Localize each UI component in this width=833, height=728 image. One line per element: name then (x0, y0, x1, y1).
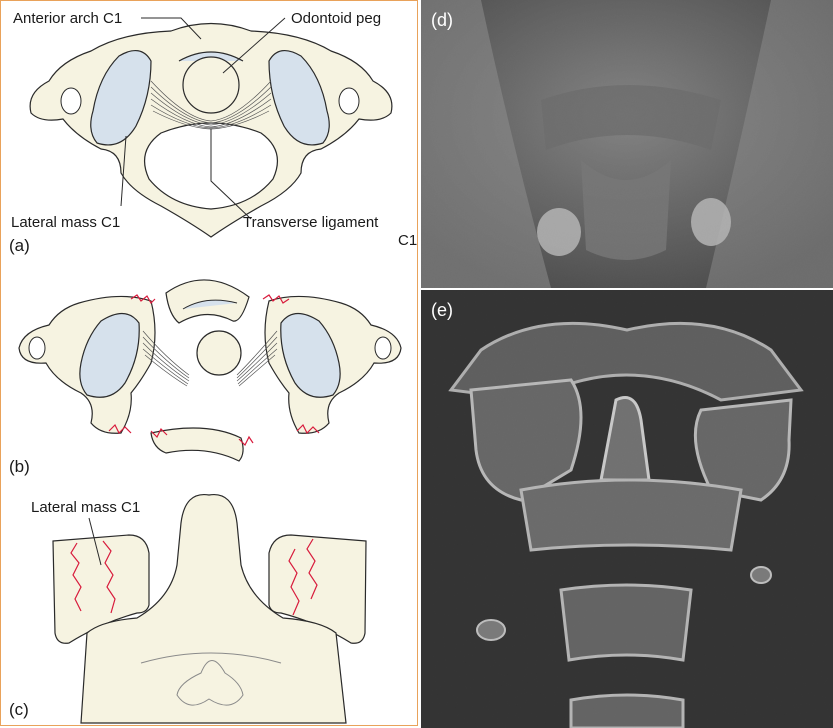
panel-e-letter: (e) (431, 300, 453, 321)
label-transverse-ligament-c1: C1 (398, 232, 417, 249)
panel-b-burst-fracture-diagram: (b) (1, 263, 419, 483)
open-mouth-xray-image (421, 0, 833, 288)
panel-b-letter: (b) (9, 458, 30, 475)
odontoid-peg (183, 57, 239, 113)
odontoid-peg-b (197, 331, 241, 375)
panel-d-letter: (d) (431, 10, 453, 31)
label-lateral-mass-c: Lateral mass C1 (31, 499, 140, 516)
panel-c-letter: (c) (9, 701, 29, 718)
panel-d-radiograph: (d) (421, 0, 833, 288)
label-odontoid-peg: Odontoid peg (291, 10, 381, 27)
panel-a-atlas-diagram: Anterior arch C1 Odontoid peg Lateral ma… (1, 1, 419, 263)
coronal-ct-image (421, 290, 833, 728)
label-lateral-mass: Lateral mass C1 (11, 214, 120, 231)
diagram-frame: Anterior arch C1 Odontoid peg Lateral ma… (0, 0, 418, 726)
label-transverse-ligament: Transverse ligament (243, 214, 378, 231)
atlas-fractured-illustration (1, 263, 419, 483)
label-anterior-arch: Anterior arch C1 (13, 10, 122, 27)
panel-c-coronal-diagram: Lateral mass C1 (c) (1, 483, 419, 727)
panel-a-letter: (a) (9, 237, 30, 254)
panel-e-ct-scan: (e) (421, 290, 833, 728)
coronal-c1-c2-illustration (1, 483, 419, 727)
